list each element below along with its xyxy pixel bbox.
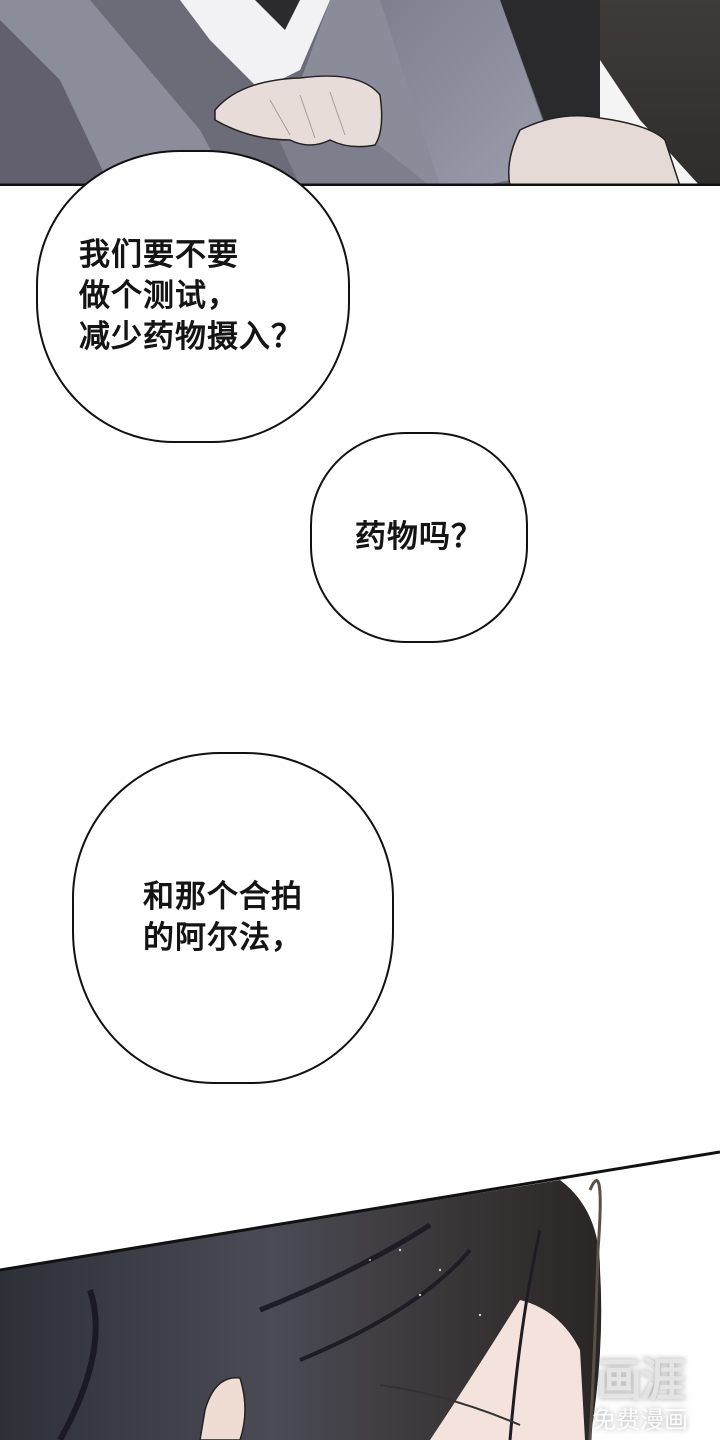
- watermark-subtitle: 免费漫画: [592, 1406, 688, 1434]
- bubble-1-text: 我们要不要 做个测试， 减少药物摄入？: [79, 237, 303, 355]
- bubble-3-text: 和那个合拍 的阿尔法，: [143, 879, 303, 956]
- watermark-logo: 画涯: [596, 1353, 686, 1407]
- top-comic-panel: [0, 0, 720, 186]
- suit-hands-illustration: [0, 0, 720, 186]
- bubble-2-text: 药物吗？: [355, 519, 483, 555]
- speech-bubble-2: 药物吗？: [310, 432, 528, 643]
- dark-hair-character-illustration: [0, 1150, 720, 1440]
- watermark: 画涯 免费漫画: [592, 1354, 688, 1434]
- speech-bubble-3: 和那个合拍 的阿尔法，: [72, 752, 394, 1084]
- speech-bubble-1: 我们要不要 做个测试， 减少药物摄入？: [36, 150, 350, 443]
- bottom-comic-panel: 画涯 免费漫画: [0, 1150, 720, 1440]
